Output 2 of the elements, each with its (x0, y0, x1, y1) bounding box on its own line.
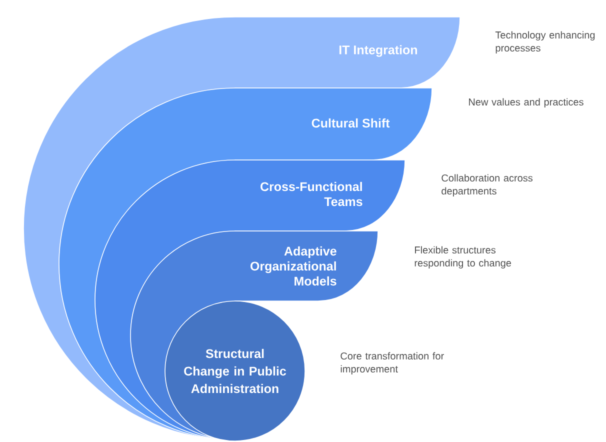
description-text: New values and practices (469, 98, 584, 108)
description-text: Technology enhancing processes (495, 31, 595, 54)
